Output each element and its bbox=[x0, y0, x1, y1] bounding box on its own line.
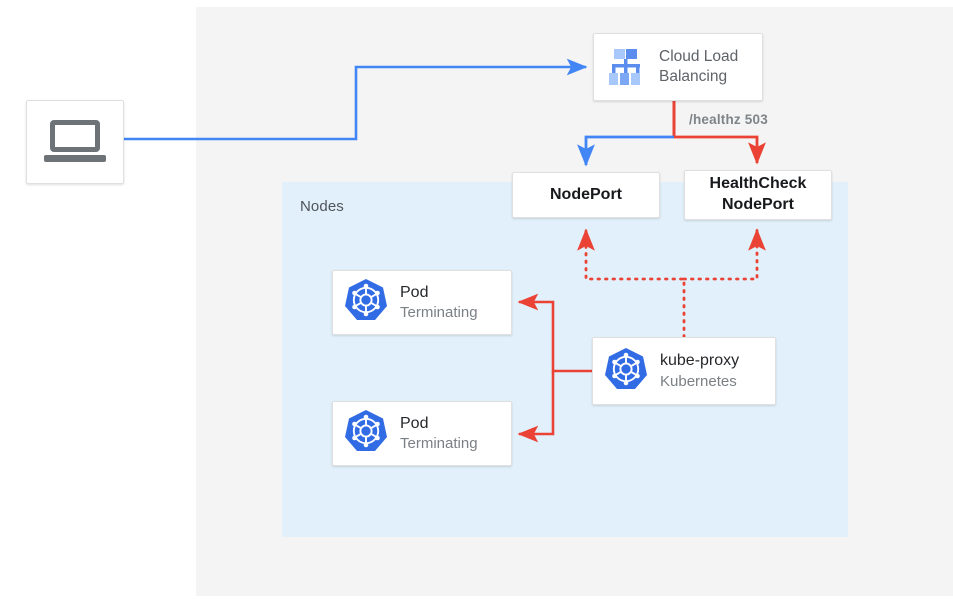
nodes-panel-label: Nodes bbox=[300, 198, 344, 215]
kube-proxy-box: kube-proxy Kubernetes bbox=[592, 337, 776, 405]
kube-proxy-subtitle: Kubernetes bbox=[660, 372, 737, 390]
pod-2-subtitle: Terminating bbox=[400, 435, 478, 453]
pod-1-subtitle: Terminating bbox=[400, 304, 478, 322]
pod-box-2: Pod Terminating bbox=[332, 401, 512, 466]
laptop-icon bbox=[44, 120, 106, 164]
kubernetes-icon bbox=[343, 408, 389, 459]
cloud-load-balancing-icon bbox=[604, 47, 648, 87]
pod-2-title: Pod bbox=[400, 414, 429, 432]
healthcheck-nodeport-box: HealthCheck NodePort bbox=[684, 170, 832, 220]
cloud-load-balancing-box: Cloud Load Balancing bbox=[593, 33, 763, 101]
pod-box-1: Pod Terminating bbox=[332, 270, 512, 335]
healthz-503-label: /healthz 503 bbox=[689, 112, 768, 127]
pod-1-title: Pod bbox=[400, 283, 429, 301]
nodeport-label: NodePort bbox=[550, 185, 622, 203]
healthcheck-nodeport-line1: HealthCheck bbox=[709, 175, 807, 193]
nodeport-box: NodePort bbox=[512, 172, 660, 218]
client-device-box bbox=[26, 100, 124, 184]
kubernetes-icon bbox=[343, 277, 389, 328]
cloud-load-balancing-line2: Balancing bbox=[659, 68, 728, 85]
healthcheck-nodeport-line2: NodePort bbox=[721, 196, 794, 213]
kube-proxy-title: kube-proxy bbox=[660, 352, 740, 370]
kubernetes-icon bbox=[603, 346, 649, 397]
cloud-load-balancing-line1: Cloud Load bbox=[659, 48, 739, 66]
